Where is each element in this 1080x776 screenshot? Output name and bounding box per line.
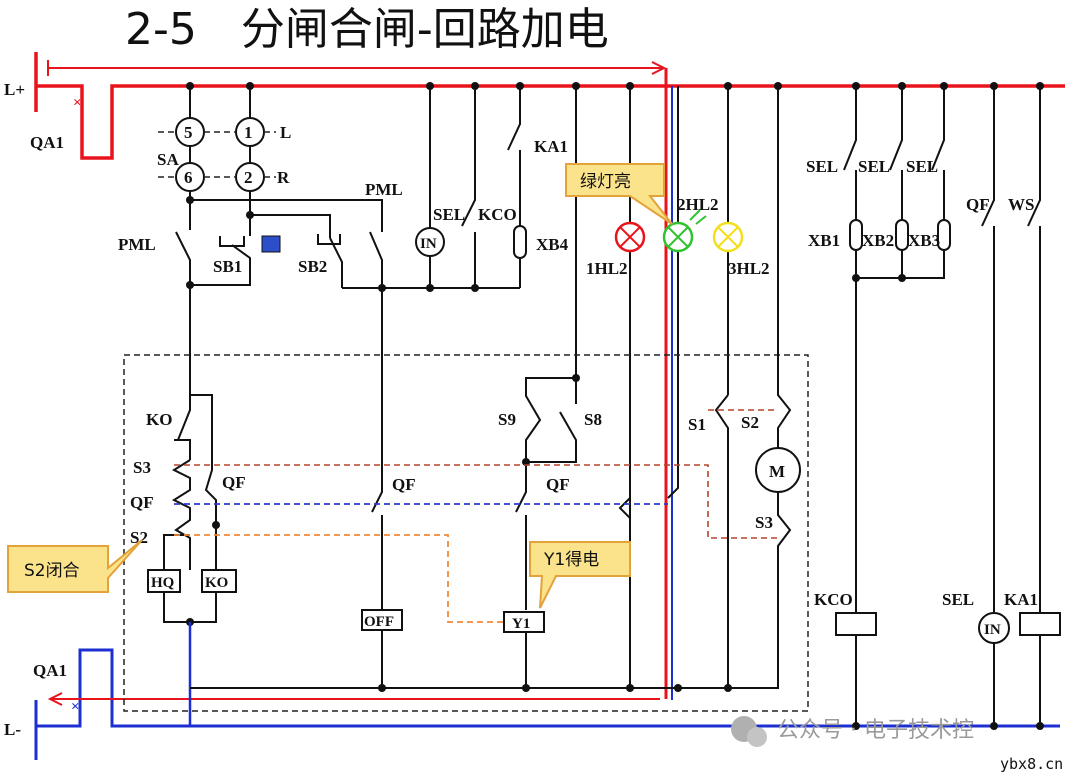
label-2HL2: 2HL2 bbox=[677, 195, 719, 214]
contact-1: 1 bbox=[244, 123, 253, 142]
positive-bus-label: L+ bbox=[4, 80, 25, 99]
label-QF-right: QF bbox=[966, 195, 990, 214]
label-KCO-2: KCO bbox=[814, 590, 853, 609]
callout-green-lamp: 绿灯亮 bbox=[565, 163, 673, 225]
watermark-site: ybx8.cn bbox=[1000, 755, 1063, 773]
label-KA1-2: KA1 bbox=[1004, 590, 1038, 609]
label-SEL-4: SEL bbox=[906, 157, 938, 176]
watermark: 公众号 · 电子技术控 ybx8.cn bbox=[731, 716, 1063, 773]
svg-text:Y1得电: Y1得电 bbox=[543, 550, 599, 570]
closing-chain: KO S3 QF S2 QF HQ KO bbox=[130, 281, 246, 726]
positive-bus: L+ QA1 × bbox=[4, 52, 1065, 160]
label-1HL2: 1HL2 bbox=[586, 259, 628, 278]
meter-IN-1: IN bbox=[420, 236, 437, 252]
page-title: 2-5 分闸合闸-回路加电 bbox=[125, 4, 609, 55]
status-indicator bbox=[261, 235, 281, 253]
label-L: L bbox=[280, 123, 291, 142]
contact-2: 2 bbox=[244, 168, 253, 187]
label-XB3: XB3 bbox=[908, 231, 940, 250]
coil-KCO bbox=[835, 612, 877, 636]
coil-OFF: OFF bbox=[364, 614, 394, 630]
watermark-account: 公众号 · 电子技术控 bbox=[777, 718, 974, 743]
svg-text:绿灯亮: 绿灯亮 bbox=[580, 172, 631, 192]
signal-branch: IN SEL KCO KA1 XB4 bbox=[415, 82, 569, 288]
callout-y1-energized: Y1得电 bbox=[529, 541, 631, 609]
label-SEL-1: SEL bbox=[433, 205, 465, 224]
label-XB4: XB4 bbox=[536, 235, 569, 254]
label-QF-mid: QF bbox=[222, 473, 246, 492]
label-S1: S1 bbox=[688, 415, 706, 434]
mechanism-box bbox=[123, 354, 809, 712]
breaker-label-bottom: QA1 bbox=[33, 661, 67, 680]
opening-branch: QF OFF bbox=[361, 288, 416, 692]
label-XB2: XB2 bbox=[862, 231, 894, 250]
label-SEL-3: SEL bbox=[858, 157, 890, 176]
coil-HQ: HQ bbox=[151, 575, 175, 591]
label-S9: S9 bbox=[498, 410, 516, 429]
callout-s2-closed: S2闭合 bbox=[7, 539, 143, 593]
coil-Y1: Y1 bbox=[512, 616, 530, 632]
label-KCO-1: KCO bbox=[478, 205, 517, 224]
label-R: R bbox=[277, 168, 290, 187]
meter-IN-2: IN bbox=[984, 622, 1001, 638]
right-section: SEL SEL SEL XB1 XB2 XB3 KCO QF IN SEL WS… bbox=[806, 82, 1061, 730]
negative-bus-label: L- bbox=[4, 720, 21, 739]
motor-M: M bbox=[769, 462, 785, 481]
label-SB1: SB1 bbox=[213, 257, 242, 276]
svg-text:×: × bbox=[71, 699, 80, 715]
label-QF-off: QF bbox=[392, 475, 416, 494]
link-S3 bbox=[174, 464, 778, 539]
label-S3-left: S3 bbox=[133, 458, 151, 477]
label-S2-left: S2 bbox=[130, 528, 148, 547]
label-SA: SA bbox=[157, 150, 179, 169]
contact-6: 6 bbox=[184, 168, 193, 187]
label-S2-motor: S2 bbox=[741, 413, 759, 432]
sa-switch: 5 1 6 2 L R SA PML bbox=[157, 82, 403, 238]
label-S3-motor: S3 bbox=[755, 513, 773, 532]
label-KA1-1: KA1 bbox=[534, 137, 568, 156]
label-S8: S8 bbox=[584, 410, 602, 429]
label-WS: WS bbox=[1008, 195, 1034, 214]
breaker-label-top: QA1 bbox=[30, 133, 64, 152]
negative-bus: L- QA1 × bbox=[4, 648, 1060, 760]
label-SEL-2: SEL bbox=[806, 157, 838, 176]
label-SEL-5: SEL bbox=[942, 590, 974, 609]
contact-5: 5 bbox=[184, 123, 193, 142]
label-QF-left: QF bbox=[130, 493, 154, 512]
label-PML-left: PML bbox=[118, 235, 156, 254]
svg-text:S2闭合: S2闭合 bbox=[24, 561, 80, 581]
label-SB2: SB2 bbox=[298, 257, 327, 276]
coil-KA1 bbox=[1019, 612, 1061, 636]
svg-text:×: × bbox=[73, 95, 82, 111]
label-3HL2: 3HL2 bbox=[728, 259, 770, 278]
y1-branch: S9 S8 QF Y1 bbox=[498, 374, 602, 692]
motor-branch: S1 S2 M S3 bbox=[618, 82, 801, 689]
label-KO: KO bbox=[146, 410, 172, 429]
label-QF-y1: QF bbox=[546, 475, 570, 494]
coil-KO: KO bbox=[205, 575, 228, 591]
label-XB1: XB1 bbox=[808, 231, 840, 250]
lamp-group: 1HL2 2HL2 3HL2 bbox=[572, 82, 770, 688]
label-PML-top: PML bbox=[365, 180, 403, 199]
pushbutton-group: PML SB1 SB2 bbox=[118, 215, 520, 292]
